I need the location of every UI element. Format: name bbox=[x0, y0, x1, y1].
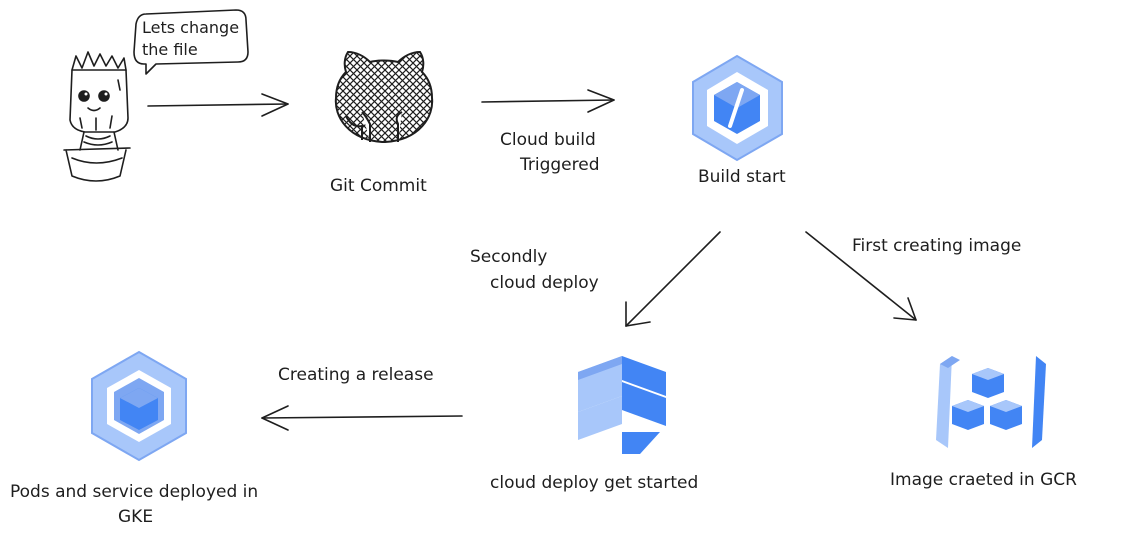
edge-label-cloud-deploy: cloud deploy bbox=[490, 273, 599, 293]
github-octocat-icon bbox=[334, 50, 434, 143]
arrow-build-to-gcr bbox=[805, 231, 917, 321]
groot-character-icon bbox=[63, 51, 131, 182]
git-commit-label: Git Commit bbox=[330, 176, 427, 196]
build-start-label: Build start bbox=[698, 167, 786, 187]
gcr-label: Image craeted in GCR bbox=[890, 470, 1077, 490]
arrow-deploy-to-gke bbox=[261, 405, 463, 431]
edge-label-secondly: Secondly bbox=[470, 247, 547, 267]
gke-label-line-1: Pods and service deployed in bbox=[10, 482, 258, 502]
edge-label-triggered: Triggered bbox=[519, 155, 600, 175]
arrow-user-to-commit bbox=[147, 93, 289, 117]
cloud-build-icon bbox=[692, 54, 783, 162]
cloud-deploy-label: cloud deploy get started bbox=[490, 473, 698, 493]
container-registry-icon bbox=[936, 356, 1046, 448]
gke-label-line-2: GKE bbox=[118, 507, 153, 527]
arrow-build-to-deploy bbox=[625, 231, 721, 327]
gke-icon bbox=[91, 350, 187, 462]
speech-bubble-line-2: the file bbox=[142, 40, 198, 59]
edge-label-creating-release: Creating a release bbox=[278, 365, 434, 385]
arrow-commit-to-build bbox=[481, 89, 615, 113]
edge-label-first-creating-image: First creating image bbox=[852, 236, 1021, 256]
speech-bubble: Lets change the file bbox=[133, 9, 249, 75]
speech-bubble-line-1: Lets change bbox=[142, 18, 239, 37]
edge-label-cloud-build: Cloud build bbox=[500, 130, 596, 150]
cloud-deploy-icon bbox=[578, 356, 666, 454]
